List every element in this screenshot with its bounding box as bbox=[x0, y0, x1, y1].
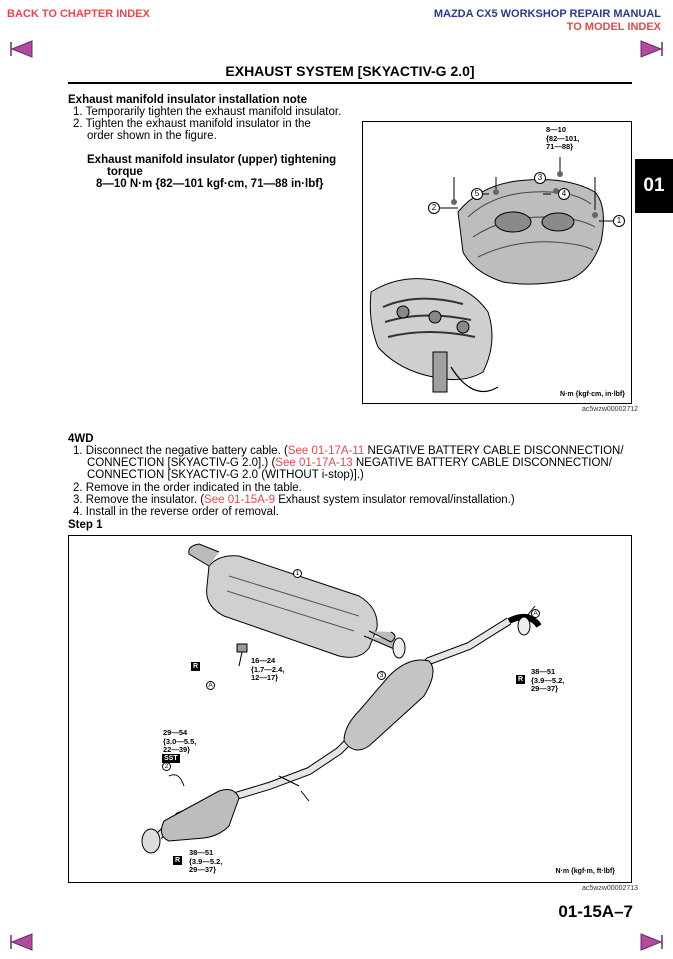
title-divider bbox=[68, 82, 632, 84]
fig1-torque-line-1: 8—10 bbox=[546, 125, 567, 134]
next-page-arrow-icon[interactable] bbox=[639, 40, 663, 58]
note-step-2-cont: order shown in the figure. bbox=[87, 130, 217, 142]
step1-text-1: NEGATIVE BATTERY CABLE DISCONNECTION/ bbox=[364, 445, 624, 457]
note-step-2: 2. Tighten the exhaust manifold insulato… bbox=[73, 118, 311, 130]
fig2-letter-a-left: A bbox=[206, 681, 215, 690]
step1-prefix: 1. Disconnect the negative battery cable… bbox=[73, 445, 288, 457]
fig1-torque-line-2: {82—101, bbox=[546, 133, 580, 143]
fig2-badge-sst: SST bbox=[162, 754, 180, 763]
fig2-callout-c-line-3: 22—39} bbox=[163, 745, 191, 754]
manual-title: MAZDA CX5 WORKSHOP REPAIR MANUAL bbox=[433, 8, 661, 20]
step1-line2-text: CONNECTION [SKYACTIV-G 2.0].) ( bbox=[87, 457, 276, 469]
torque-heading-cont: torque bbox=[107, 166, 143, 178]
fig2-callout-b-line-2: {3.9—5.2, bbox=[531, 675, 565, 685]
fig2-callout-c-line-1: 29—54 bbox=[163, 728, 188, 737]
order-number-3: 3 bbox=[534, 172, 546, 184]
fig2-callout-d-line-1: 38—51 bbox=[189, 848, 214, 857]
fig2-callout-b-line-1: 38—51 bbox=[531, 667, 556, 676]
previous-page-arrow-icon[interactable] bbox=[10, 40, 34, 58]
fig2-number-1: 1 bbox=[293, 569, 302, 578]
step3-text: Exhaust system insulator removal/install… bbox=[275, 494, 515, 506]
fig2-letter-a-right: A bbox=[531, 609, 540, 618]
step3-prefix: 3. Remove the insulator. ( bbox=[73, 494, 205, 506]
torque-heading: Exhaust manifold insulator (upper) tight… bbox=[87, 154, 337, 166]
exhaust-system-figure: 1 2 3 A A R 16—24 {1.7—2.4, 12—17} R 38—… bbox=[68, 535, 632, 883]
manifold-insulator-figure: 8—10 {82—101, 71—88} 1 2 3 4 5 N·m {kgf·… bbox=[362, 121, 632, 404]
torque-value: 8—10 N·m {82—101 kgf·cm, 71—88 in·lbf} bbox=[96, 178, 324, 190]
step-label: Step 1 bbox=[68, 519, 103, 531]
fig1-code: ac5wzw00002712 bbox=[582, 406, 639, 413]
chapter-tab: 01 bbox=[635, 159, 673, 213]
fig1-torque-line-3: 71—88} bbox=[546, 142, 574, 151]
fig2-callout-d-line-3: 29—37} bbox=[189, 865, 217, 874]
procedure-step-2: 2. Remove in the order indicated in the … bbox=[73, 482, 302, 494]
fig2-code: ac5wzw00002713 bbox=[582, 885, 639, 892]
fig2-callout-a-line-1: 16—24 bbox=[251, 656, 276, 665]
fig2-number-3: 3 bbox=[377, 671, 386, 680]
step1-ref-link-2[interactable]: See 01-17A-13 bbox=[275, 457, 353, 469]
fig2-badge-r-1: R bbox=[191, 662, 201, 671]
fig2-badge-r-3: R bbox=[173, 856, 183, 865]
note-step-1: 1. Temporarily tighten the exhaust manif… bbox=[73, 106, 342, 118]
back-to-chapter-index-link[interactable]: BACK TO CHAPTER INDEX bbox=[7, 8, 150, 20]
page-number: 01-15A–7 bbox=[558, 902, 633, 921]
to-model-index-link[interactable]: TO MODEL INDEX bbox=[566, 21, 661, 33]
procedure-step-1-line-2: CONNECTION [SKYACTIV-G 2.0].) (See 01-17… bbox=[87, 457, 612, 470]
step1-ref-link-1[interactable]: See 01-17A-11 bbox=[287, 445, 365, 457]
fig2-badge-r-2: R bbox=[516, 675, 526, 684]
fig2-callout-c-line-2: {3.0—5.5, bbox=[163, 736, 197, 746]
fig1-unit-label: N·m {kgf·cm, in·lbf} bbox=[560, 391, 625, 398]
fig2-callout-b: 38—51 {3.9—5.2, 29—37} bbox=[531, 667, 565, 694]
fig1-torque-callout: 8—10 {82—101, 71—88} bbox=[546, 125, 580, 152]
order-number-4: 4 bbox=[558, 188, 570, 200]
procedure-step-3: 3. Remove the insulator. (See 01-15A-9 E… bbox=[73, 494, 515, 507]
fig2-callout-a-line-3: 12—17} bbox=[251, 673, 279, 682]
fig2-callout-d-line-2: {3.9—5.2, bbox=[189, 856, 223, 866]
fig2-unit-label: N·m {kgf·m, ft·lbf} bbox=[555, 868, 616, 875]
step1-text-2: NEGATIVE BATTERY CABLE DISCONNECTION/ bbox=[352, 457, 612, 469]
order-number-5: 5 bbox=[471, 188, 483, 200]
exhaust-system-drawing bbox=[141, 543, 542, 854]
note-heading: Exhaust manifold insulator installation … bbox=[68, 94, 307, 106]
previous-page-arrow-icon-bottom[interactable] bbox=[10, 933, 34, 951]
fig2-callout-a-line-2: {1.7—2.4, bbox=[251, 664, 285, 674]
step3-ref-link[interactable]: See 01-15A-9 bbox=[204, 494, 276, 506]
fig2-callout-d: 38—51 {3.9—5.2, 29—37} bbox=[189, 848, 223, 875]
fig2-callout-b-line-3: 29—37} bbox=[531, 684, 559, 693]
next-page-arrow-icon-bottom[interactable] bbox=[639, 933, 663, 951]
procedure-step-4: 4. Install in the reverse order of remov… bbox=[73, 506, 279, 518]
fig2-number-2: 2 bbox=[162, 762, 171, 771]
fig2-callout-a: 16—24 {1.7—2.4, 12—17} bbox=[251, 656, 285, 683]
section-title: EXHAUST SYSTEM [SKYACTIV-G 2.0] bbox=[225, 63, 475, 79]
procedure-step-1-line-3: CONNECTION [SKYACTIV-G 2.0 (WITHOUT i-st… bbox=[87, 469, 364, 481]
procedure-heading: 4WD bbox=[68, 433, 94, 445]
order-number-1: 1 bbox=[613, 215, 625, 227]
manifold-insulator-drawing bbox=[369, 157, 613, 393]
order-number-2: 2 bbox=[428, 202, 440, 214]
fig2-callout-c: 29—54 {3.0—5.5, 22—39} bbox=[163, 728, 197, 755]
procedure-step-1: 1. Disconnect the negative battery cable… bbox=[73, 445, 624, 458]
